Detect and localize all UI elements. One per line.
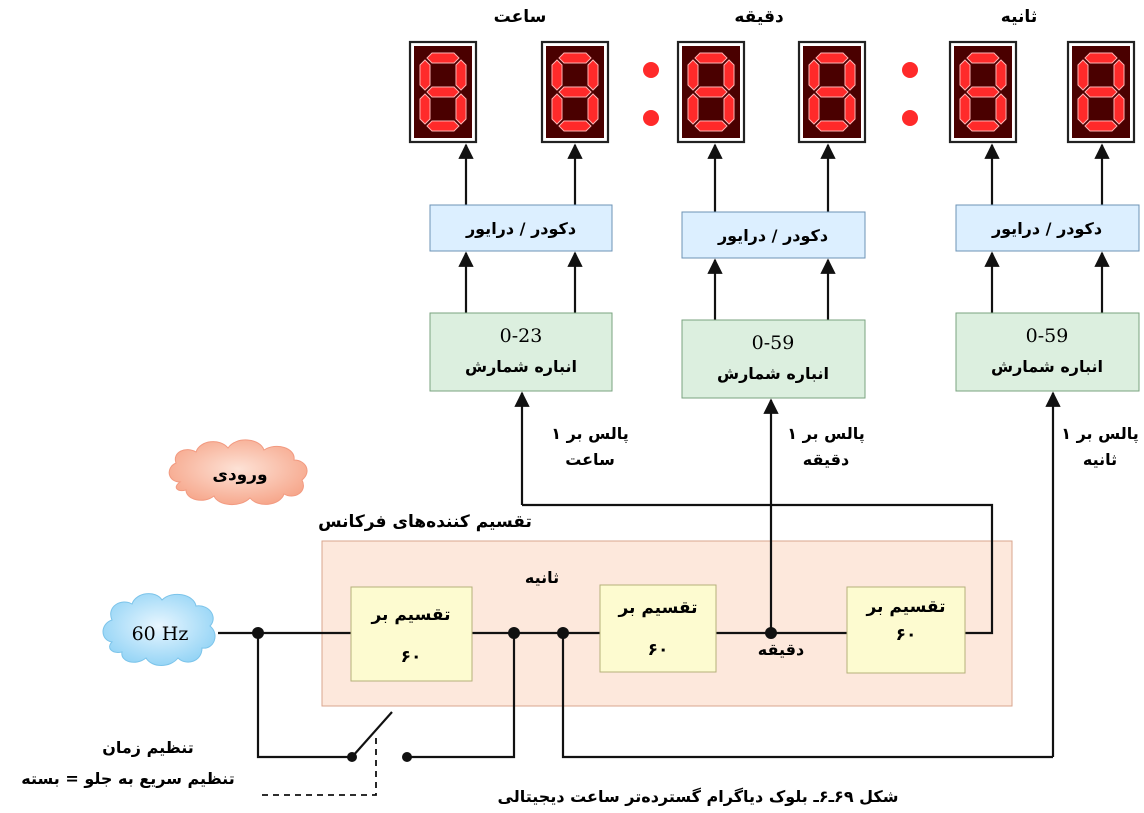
minutes-decoder-label: دکودر / درایور xyxy=(717,226,828,245)
decoder-to-display-arrows xyxy=(458,143,1110,212)
input-cloud: ورودی xyxy=(168,439,308,505)
hours-counter-box: 0-23 انباره شمارش xyxy=(429,312,613,392)
divider-seconds-tag: ثانیه xyxy=(525,568,559,587)
seconds-counter-box: 0-59 انباره شمارش xyxy=(955,312,1140,392)
time-set-label: تنظیم زمان xyxy=(102,738,194,757)
seconds-title: ثانیه xyxy=(1001,7,1037,27)
hours-pulse-label: ۱ پالس بر ساعت xyxy=(551,424,629,469)
svg-text:۶۰: ۶۰ xyxy=(648,640,669,660)
svg-text:ساعت: ساعت xyxy=(565,450,615,469)
divide-by-60-seconds: تقسیم بر ۶۰ xyxy=(350,586,473,682)
svg-text:دقیقه: دقیقه xyxy=(803,450,849,469)
svg-text:ثانیه: ثانیه xyxy=(1083,450,1117,469)
svg-text:۶۰: ۶۰ xyxy=(401,647,422,667)
second-tens-display xyxy=(948,40,1018,144)
colon-hours-minutes xyxy=(643,62,659,126)
minute-units-display xyxy=(797,40,867,144)
svg-text:تقسیم بر: تقسیم بر xyxy=(370,605,450,625)
seconds-decoder-box: دکودر / درایور xyxy=(955,204,1140,252)
seconds-decoder-label: دکودر / درایور xyxy=(991,219,1102,238)
minutes-title: دقیقه xyxy=(734,7,784,27)
minutes-counter-range: 0-59 xyxy=(752,332,795,354)
figure-caption: شکل ۶۹ـ۶ـ بلوک دیاگرام گسترده‌تر ساعت دی… xyxy=(498,787,899,806)
minutes-decoder-box: دکودر / درایور xyxy=(681,211,866,259)
hour-tens-display xyxy=(408,40,478,144)
hours-decoder-box: دکودر / درایور xyxy=(429,204,613,252)
counter-to-decoder-arrows xyxy=(458,251,1110,320)
second-units-display xyxy=(1066,40,1136,144)
svg-text:۶۰: ۶۰ xyxy=(896,625,917,645)
fast-forward-label: تنظیم سریع به جلو = بسته xyxy=(21,769,234,788)
svg-text:تقسیم بر: تقسیم بر xyxy=(617,598,697,618)
divide-by-60-hours: تقسیم بر ۶۰ xyxy=(846,586,966,674)
svg-text:۱ پالس بر: ۱ پالس بر xyxy=(1061,424,1139,444)
hours-decoder-label: دکودر / درایور xyxy=(465,219,576,238)
colon-minutes-seconds xyxy=(902,62,918,126)
svg-text:۱ پالس بر: ۱ پالس بر xyxy=(787,424,865,444)
minute-tens-display xyxy=(676,40,746,144)
divider-title: تقسیم کننده‌های فرکانس xyxy=(318,512,532,532)
divider-minutes-tag: دقیقه xyxy=(758,640,804,659)
minutes-pulse-label: ۱ پالس بر دقیقه xyxy=(787,424,865,469)
signal-wiring xyxy=(218,391,1061,796)
source-cloud: 60 Hz xyxy=(102,593,216,666)
seconds-counter-range: 0-59 xyxy=(1026,325,1069,347)
hour-units-display xyxy=(540,40,610,144)
svg-text:تقسیم بر: تقسیم بر xyxy=(865,597,945,617)
input-cloud-label: ورودی xyxy=(212,465,267,485)
minutes-counter-box: 0-59 انباره شمارش xyxy=(681,319,866,399)
hours-counter-range: 0-23 xyxy=(500,325,543,347)
hours-counter-label: انباره شمارش xyxy=(465,357,577,376)
svg-text:۱ پالس بر: ۱ پالس بر xyxy=(551,424,629,444)
seconds-counter-label: انباره شمارش xyxy=(991,357,1103,376)
minutes-counter-label: انباره شمارش xyxy=(717,364,829,383)
seconds-pulse-label: ۱ پالس بر ثانیه xyxy=(1061,424,1139,469)
hours-title: ساعت xyxy=(494,7,547,27)
divide-by-60-minutes: تقسیم بر ۶۰ xyxy=(599,584,717,673)
source-label: 60 Hz xyxy=(132,623,189,645)
